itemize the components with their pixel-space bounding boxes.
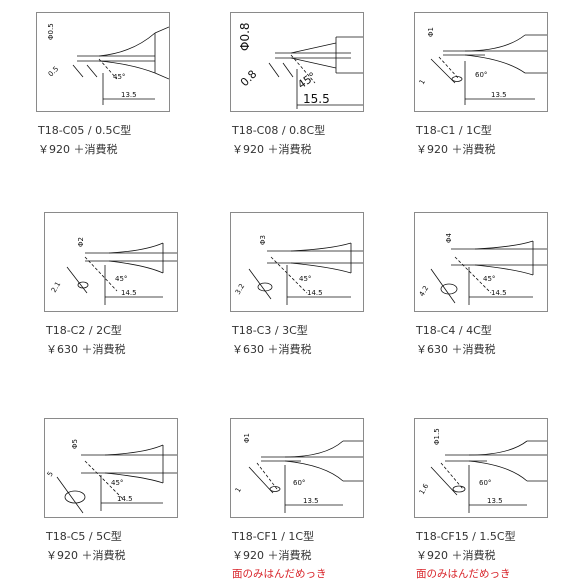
product-model: T18-C3 / 3C型: [232, 324, 308, 337]
dim-face: 3.2: [234, 282, 246, 296]
product-price: ￥630 ＋消費税: [232, 343, 312, 356]
dim-diameter: Φ1.5: [433, 428, 441, 445]
dim-diameter: Φ5: [71, 439, 79, 449]
dim-diameter: Φ3: [259, 235, 267, 245]
dim-length: 14.5: [117, 495, 133, 503]
product-diagram-frame: Φ0.8 0.8 45° 15.5: [230, 12, 364, 112]
product-diagram-frame: Φ5 5 45° 14.5: [44, 418, 178, 518]
dim-length: 13.5: [121, 91, 137, 99]
product-model: T18-C4 / 4C型: [416, 324, 492, 337]
dim-face: 2.1: [50, 280, 62, 294]
dim-length: 14.5: [307, 289, 323, 297]
dim-face: 5: [46, 470, 55, 478]
tip-diagram: Φ0.8 0.8 45° 15.5: [238, 22, 363, 109]
tip-diagram: Φ0.5 0.5 45° 13.5: [47, 23, 169, 105]
tip-diagram: Φ2 2.1 45° 14.5: [50, 237, 177, 305]
dim-angle: 45°: [115, 275, 127, 283]
product-price: ￥630 ＋消費税: [46, 343, 126, 356]
dim-face: 1.6: [418, 482, 431, 496]
tip-diagram: Φ5 5 45° 14.5: [46, 439, 177, 514]
tip-diagram: Φ1 1 60° 13.5: [234, 433, 363, 513]
product-model: T18-C1 / 1C型: [416, 124, 492, 137]
product-note: 面のみはんだめっき: [232, 568, 327, 580]
dim-length: 13.5: [491, 91, 507, 99]
product-price: ￥920 ＋消費税: [232, 549, 312, 562]
tip-diagram: Φ1 1 60° 13.5: [418, 27, 547, 105]
dim-length: 13.5: [487, 497, 503, 505]
dim-diameter: Φ1: [243, 433, 251, 443]
product-model: T18-C5 / 5C型: [46, 530, 122, 543]
product-price: ￥920 ＋消費税: [46, 549, 126, 562]
tip-diagram: Φ3 3.2 45° 14.5: [234, 235, 363, 305]
dim-diameter: Φ0.8: [238, 22, 252, 51]
product-model: T18-CF1 / 1C型: [232, 530, 315, 543]
dim-diameter: Φ4: [445, 232, 453, 243]
dim-angle: 45°: [111, 479, 123, 487]
dim-angle: 60°: [293, 479, 305, 487]
dim-face: 0.5: [47, 65, 61, 79]
dim-angle: 45°: [113, 73, 125, 81]
dim-diameter: Φ1: [427, 27, 435, 37]
dim-face: 4.2: [418, 284, 430, 298]
product-model: T18-C08 / 0.8C型: [232, 124, 326, 137]
product-diagram-frame: Φ3 3.2 45° 14.5: [230, 212, 364, 312]
dim-face: 0.8: [238, 68, 260, 90]
dim-face: 1: [234, 486, 243, 494]
dim-length: 14.5: [121, 289, 137, 297]
dim-diameter: Φ0.5: [47, 23, 55, 40]
product-diagram-frame: Φ1 1 60° 13.5: [230, 418, 364, 518]
product-diagram-frame: Φ1.5 1.6 60° 13.5: [414, 418, 548, 518]
dim-angle: 60°: [475, 71, 487, 79]
product-price: ￥630 ＋消費税: [416, 343, 496, 356]
dim-length: 13.5: [303, 497, 319, 505]
product-diagram-frame: Φ4 4.2 45° 14.5: [414, 212, 548, 312]
tip-diagram: Φ1.5 1.6 60° 13.5: [418, 428, 547, 513]
product-price: ￥920 ＋消費税: [416, 143, 496, 156]
product-model: T18-C2 / 2C型: [46, 324, 122, 337]
product-diagram-frame: Φ0.5 0.5 45° 13.5: [36, 12, 170, 112]
dim-length: 15.5: [303, 92, 330, 106]
dim-length: 14.5: [491, 289, 507, 297]
product-note: 面のみはんだめっき: [416, 568, 511, 580]
product-diagram-frame: Φ1 1 60° 13.5: [414, 12, 548, 112]
dim-diameter: Φ2: [77, 237, 85, 247]
dim-angle: 45°: [483, 275, 495, 283]
dim-angle: 45°: [299, 275, 311, 283]
product-model: T18-CF15 / 1.5C型: [416, 530, 516, 543]
tip-diagram: Φ4 4.2 45° 14.5: [418, 232, 547, 305]
product-price: ￥920 ＋消費税: [416, 549, 496, 562]
product-model: T18-C05 / 0.5C型: [38, 124, 132, 137]
dim-angle: 45°: [295, 70, 318, 92]
product-price: ￥920 ＋消費税: [232, 143, 312, 156]
dim-face: 1: [418, 78, 427, 86]
product-diagram-frame: Φ2 2.1 45° 14.5: [44, 212, 178, 312]
dim-angle: 60°: [479, 479, 491, 487]
product-price: ￥920 ＋消費税: [38, 143, 118, 156]
